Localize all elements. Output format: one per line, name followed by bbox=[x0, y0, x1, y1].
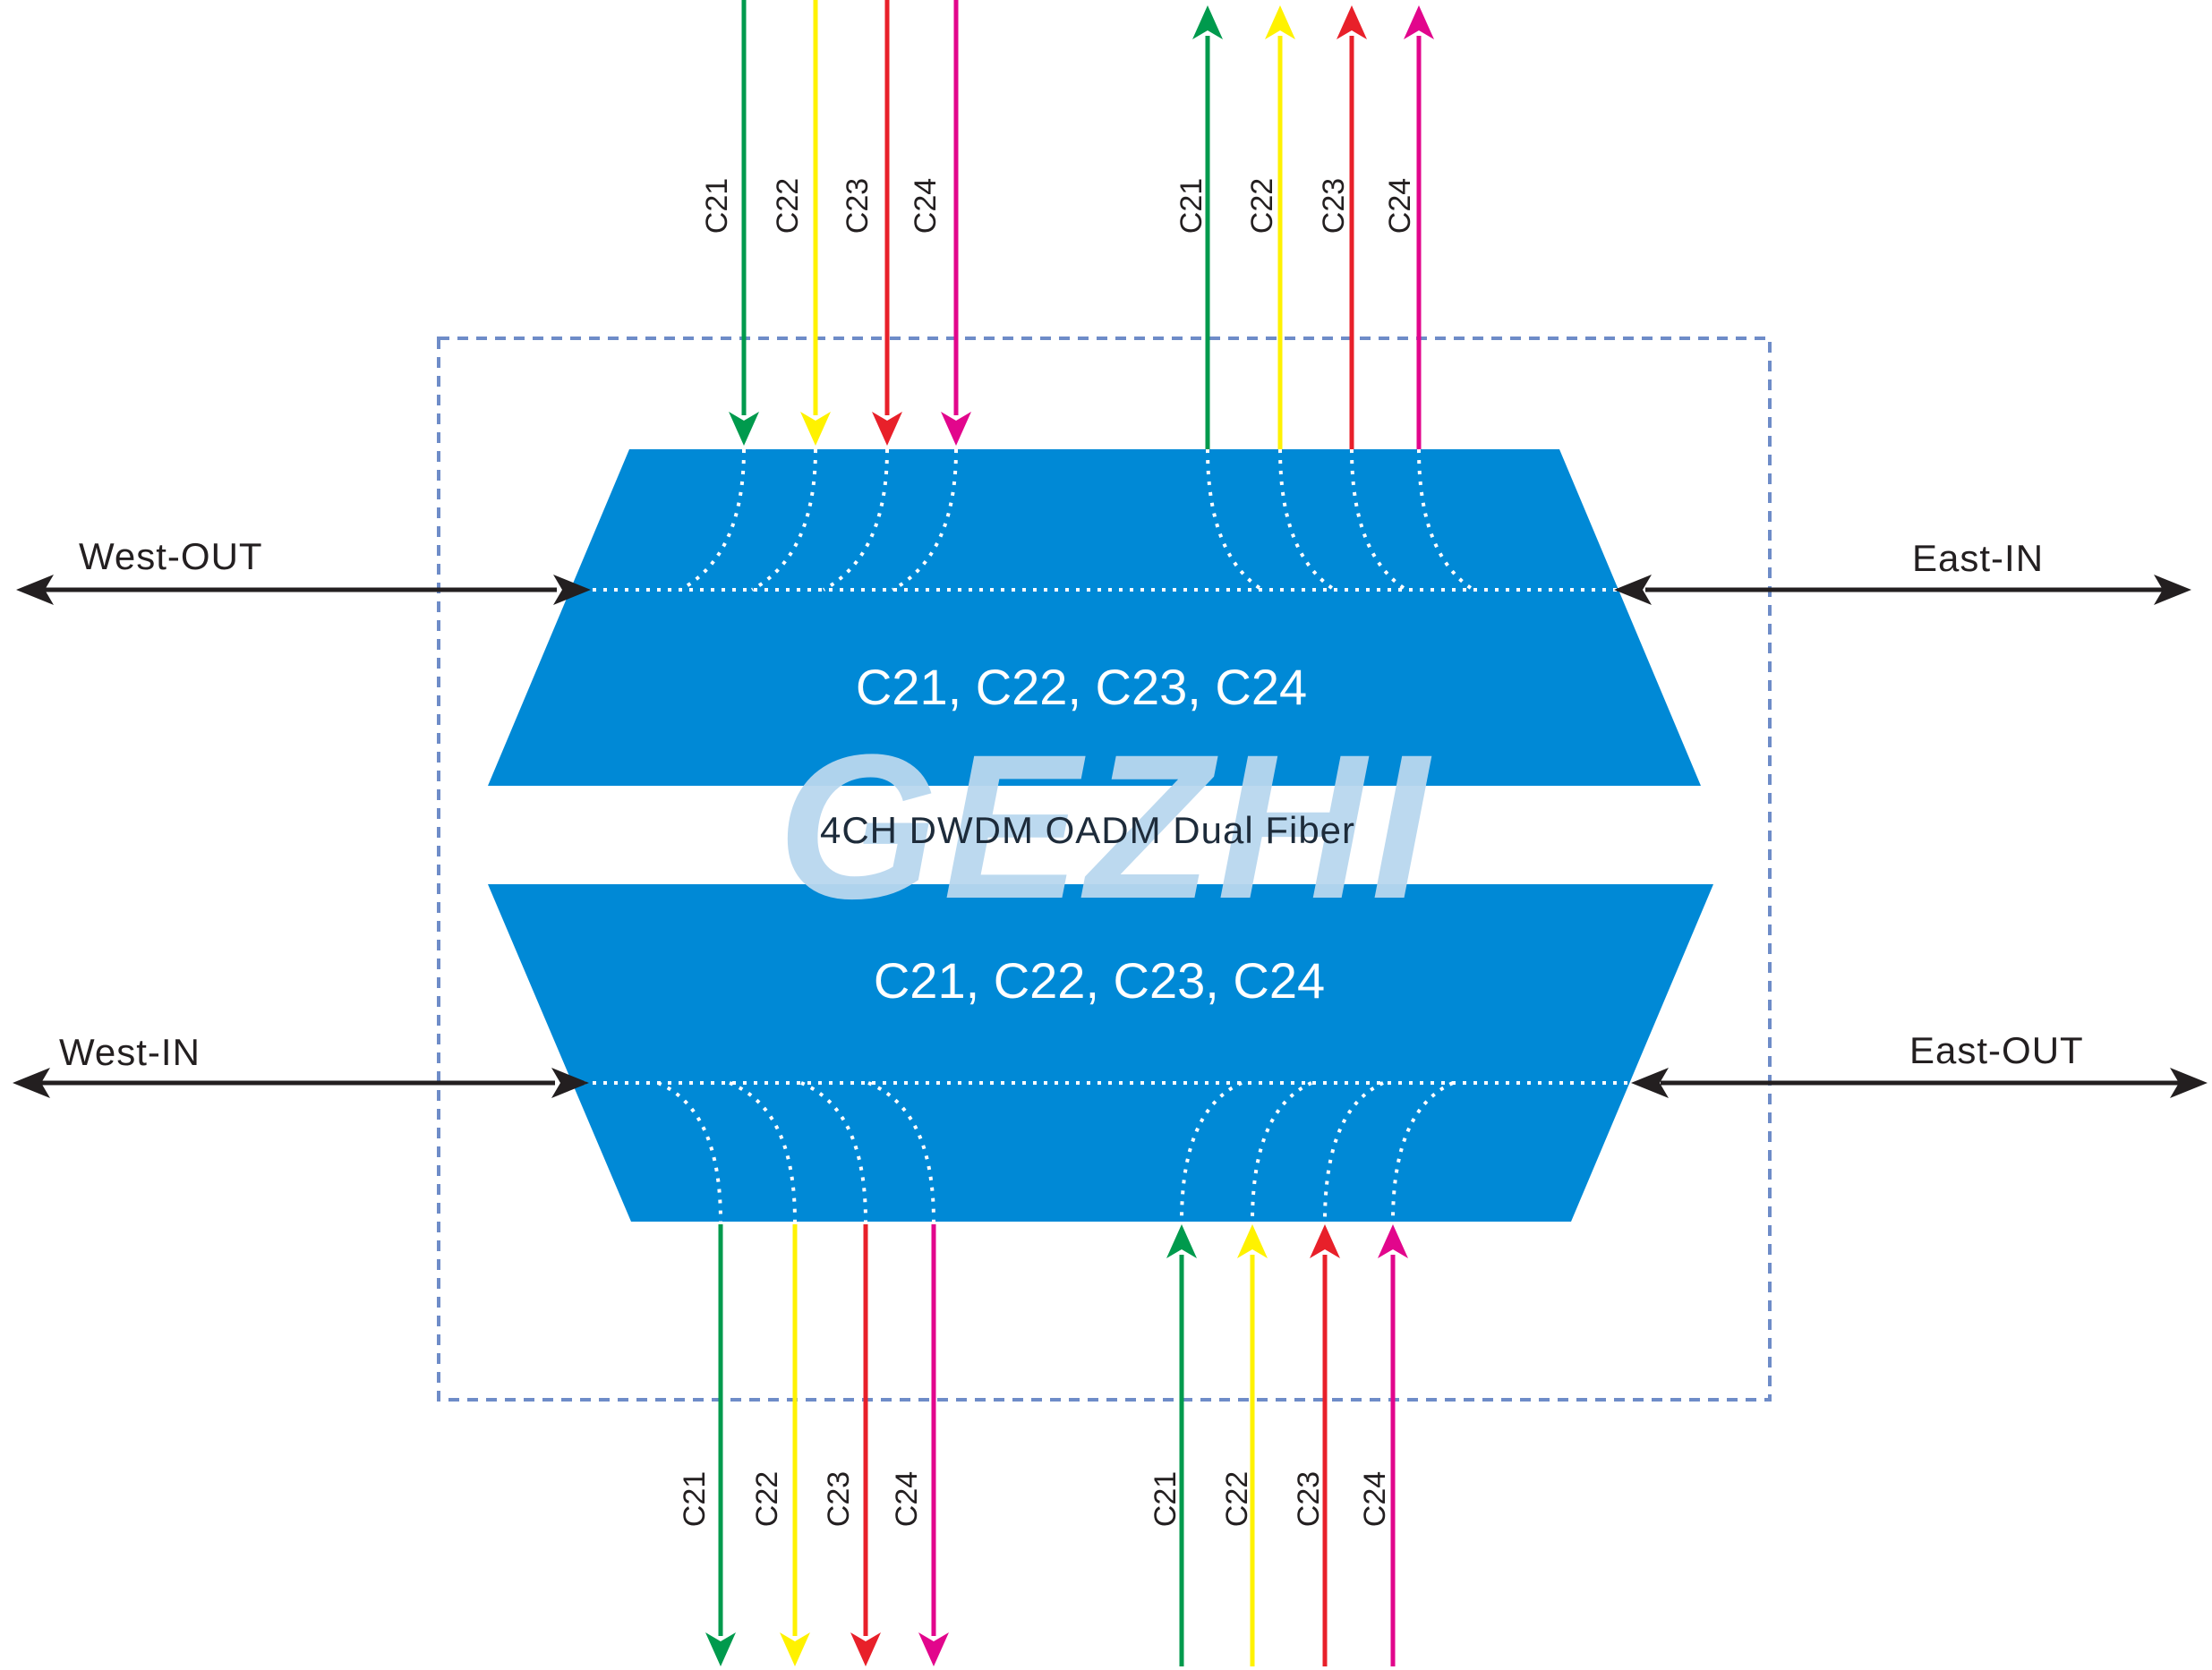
top-drop-label-c24: C24 bbox=[909, 178, 943, 234]
east-in-label: East-IN bbox=[1912, 537, 2044, 579]
bottom-drop-arrowhead-c22 bbox=[780, 1632, 810, 1666]
bottom-add-label-c24: C24 bbox=[1358, 1471, 1392, 1527]
lower-band bbox=[488, 884, 1713, 1222]
bottom-add-label-c21: C21 bbox=[1149, 1471, 1183, 1527]
top-add-label-c24: C24 bbox=[1383, 178, 1417, 234]
diagram-title: 4CH DWDM OADM Dual Fiber bbox=[820, 809, 1355, 851]
upper-band bbox=[488, 449, 1701, 786]
bottom-drop-arrowhead-c21 bbox=[705, 1632, 736, 1666]
lower-band-label: C21, C22, C23, C24 bbox=[874, 952, 1325, 1009]
upper-band-label: C21, C22, C23, C24 bbox=[856, 659, 1307, 715]
bottom-add-arrowhead-c21 bbox=[1166, 1224, 1197, 1258]
top-add-arrowhead-c22 bbox=[1265, 5, 1295, 39]
bottom-add-arrowhead-c23 bbox=[1310, 1224, 1340, 1258]
bottom-add-label-c23: C23 bbox=[1292, 1471, 1326, 1527]
bottom-drop-arrowhead-c23 bbox=[850, 1632, 881, 1666]
top-drop-label-c21: C21 bbox=[700, 178, 734, 234]
bottom-drop-label-c23: C23 bbox=[822, 1471, 856, 1527]
bottom-drop-label-c22: C22 bbox=[750, 1471, 784, 1527]
top-drop-arrowhead-c24 bbox=[941, 412, 971, 446]
top-drop-label-c23: C23 bbox=[841, 178, 875, 234]
top-drop-arrowhead-c21 bbox=[729, 412, 759, 446]
top-drop-arrowhead-c22 bbox=[800, 412, 831, 446]
top-add-arrowhead-c21 bbox=[1192, 5, 1223, 39]
bottom-drop-label-c24: C24 bbox=[890, 1471, 924, 1527]
bottom-add-arrowhead-c22 bbox=[1237, 1224, 1268, 1258]
top-add-label-c21: C21 bbox=[1174, 178, 1208, 234]
bottom-add-arrowhead-c24 bbox=[1378, 1224, 1408, 1258]
port-arrows bbox=[13, 575, 2208, 1098]
top-add-label-c22: C22 bbox=[1245, 178, 1279, 234]
upper-dotted-paths bbox=[582, 448, 1620, 592]
west-out-label: West-OUT bbox=[79, 535, 263, 577]
watermark: GEZHI bbox=[778, 711, 1434, 942]
west-in-label: West-IN bbox=[59, 1031, 201, 1073]
module-boundary bbox=[437, 337, 1772, 1402]
top-drop-label-c22: C22 bbox=[771, 178, 805, 234]
bottom-add-label-c22: C22 bbox=[1220, 1471, 1254, 1527]
top-add-arrowhead-c23 bbox=[1337, 5, 1367, 39]
bottom-drop-label-c21: C21 bbox=[678, 1471, 712, 1527]
lower-dotted-paths bbox=[582, 1081, 1634, 1223]
top-drop-arrowhead-c23 bbox=[872, 412, 902, 446]
bottom-drop-arrowhead-c24 bbox=[918, 1632, 949, 1666]
east-out-label: East-OUT bbox=[1909, 1029, 2084, 1071]
top-add-arrowhead-c24 bbox=[1404, 5, 1434, 39]
top-add-label-c23: C23 bbox=[1317, 178, 1351, 234]
